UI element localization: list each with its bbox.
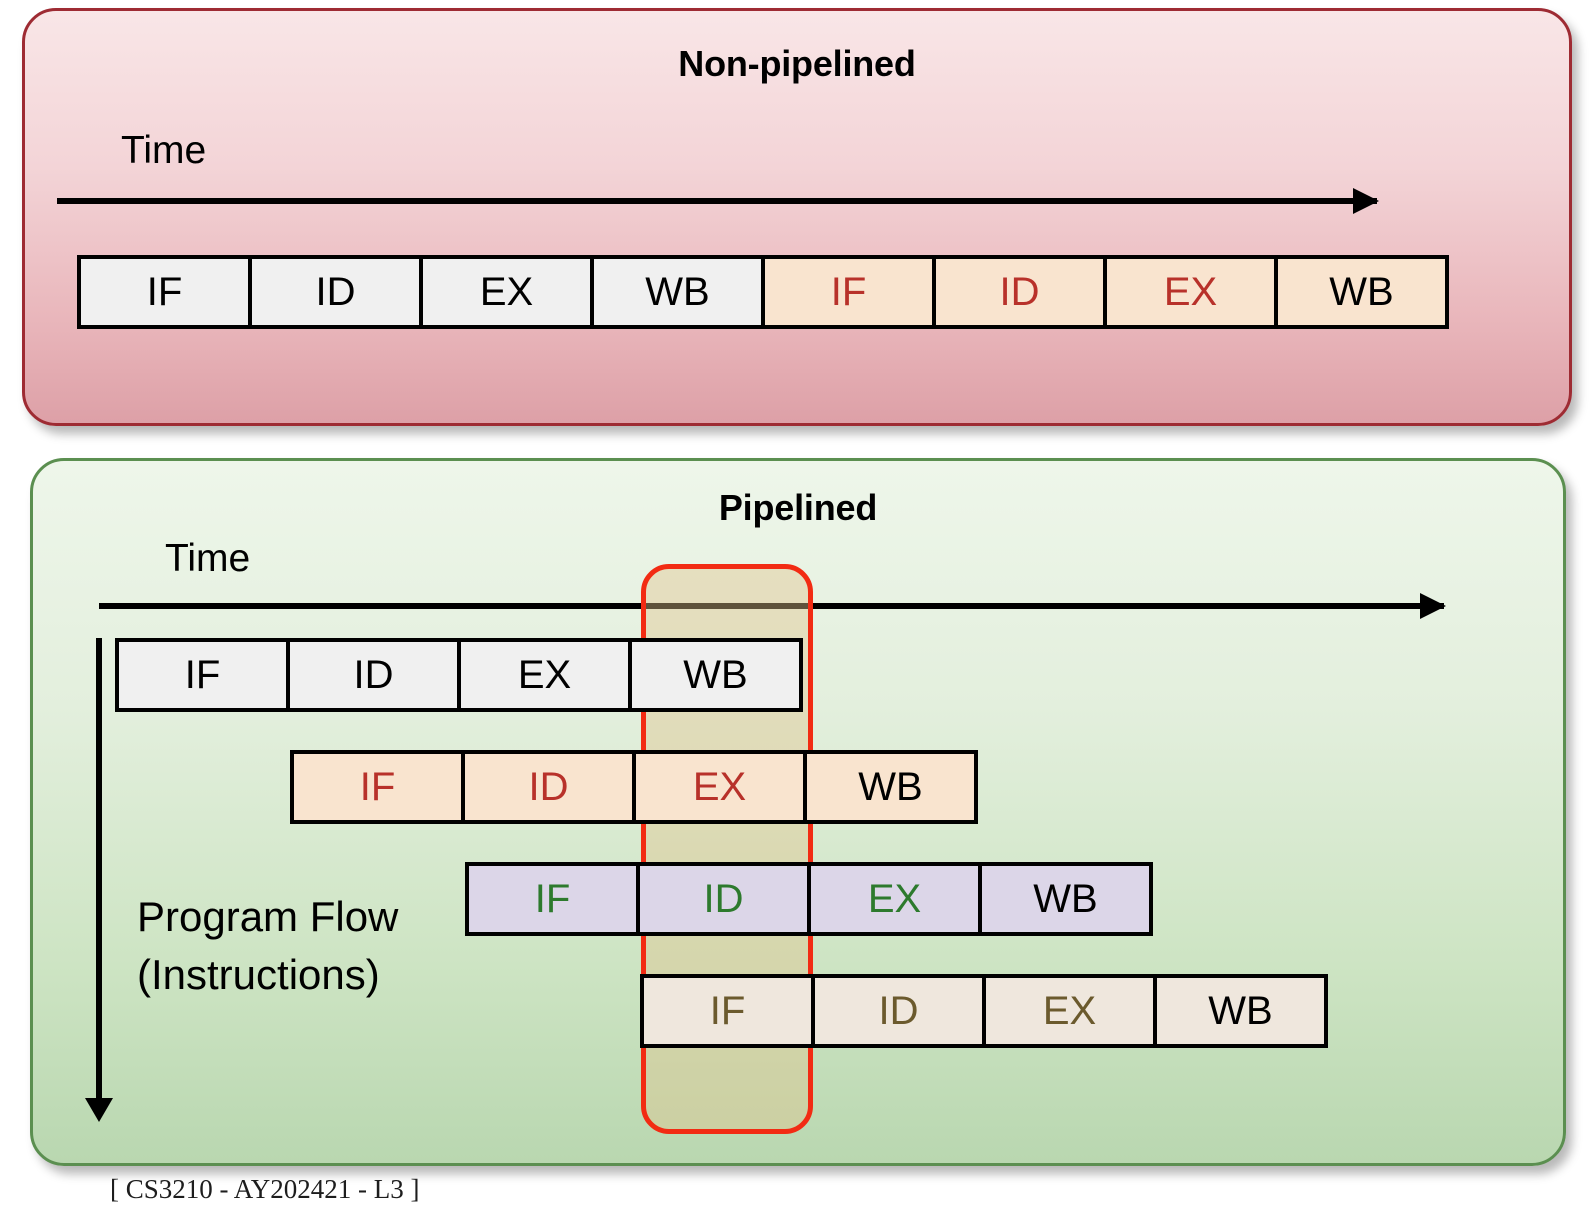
slide-footer: [ CS3210 - AY202421 - L3 ] bbox=[110, 1174, 420, 1204]
program-flow-arrow bbox=[85, 638, 113, 1122]
arrow-head-icon bbox=[1353, 188, 1379, 214]
stage-box-id: ID bbox=[811, 974, 986, 1048]
stage-box-ex: EX bbox=[807, 862, 982, 936]
program-flow-label: Program Flow (Instructions) bbox=[137, 893, 399, 998]
arrow-head-icon bbox=[85, 1098, 113, 1122]
stage-box-wb: WB bbox=[978, 862, 1153, 936]
stage-box-id: ID bbox=[636, 862, 811, 936]
stage-box-wb: WB bbox=[803, 750, 978, 824]
stage-box-ex: EX bbox=[419, 255, 594, 329]
stage-box-id: ID bbox=[932, 255, 1107, 329]
stage-box-ex: EX bbox=[632, 750, 807, 824]
stage-box-ex: EX bbox=[1103, 255, 1278, 329]
stage-box-if: IF bbox=[640, 974, 815, 1048]
stage-box-if: IF bbox=[290, 750, 465, 824]
arrow-head-icon bbox=[1420, 593, 1446, 619]
stage-box-if: IF bbox=[761, 255, 936, 329]
page-title-non-pipelined: Non-pipelined bbox=[678, 43, 916, 84]
stage-box-wb: WB bbox=[590, 255, 765, 329]
stage-box-if: IF bbox=[77, 255, 252, 329]
time-axis-label-pipelined: Time bbox=[165, 537, 251, 580]
stage-box-id: ID bbox=[461, 750, 636, 824]
stage-box-id: ID bbox=[286, 638, 461, 712]
time-axis-arrow-non-pipelined bbox=[57, 188, 1379, 214]
page-title-pipelined: Pipelined bbox=[718, 487, 878, 528]
time-axis-arrow-pipelined bbox=[99, 593, 1446, 619]
stage-box-wb: WB bbox=[628, 638, 803, 712]
stage-box-id: ID bbox=[248, 255, 423, 329]
stage-box-wb: WB bbox=[1274, 255, 1449, 329]
stage-box-ex: EX bbox=[982, 974, 1157, 1048]
stage-box-ex: EX bbox=[457, 638, 632, 712]
time-axis-label-non-pipelined: Time bbox=[121, 129, 207, 172]
stage-box-if: IF bbox=[115, 638, 290, 712]
stage-box-wb: WB bbox=[1153, 974, 1328, 1048]
stage-box-if: IF bbox=[465, 862, 640, 936]
